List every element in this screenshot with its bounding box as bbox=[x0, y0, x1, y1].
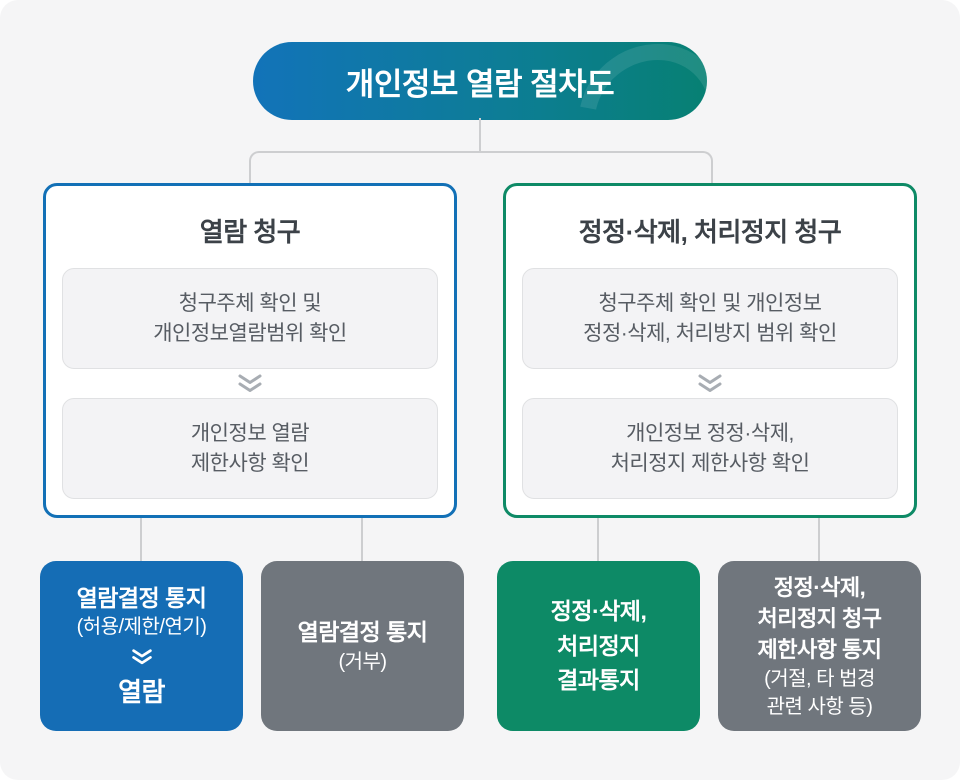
connector-drop-restriction bbox=[818, 518, 820, 562]
page-title: 개인정보 열람 절차도 bbox=[345, 66, 615, 102]
step-line: 개인정보열람범위 확인 bbox=[153, 321, 347, 345]
step-line: 청구주체 확인 및 개인정보 bbox=[598, 291, 822, 315]
outcome-line: 처리정지 bbox=[557, 632, 640, 659]
step-line: 청구주체 확인 및 bbox=[178, 291, 322, 315]
branch-correction-title: 정정·삭제, 처리정지 청구 bbox=[578, 217, 842, 247]
outcome-line: 정정·삭제, bbox=[550, 598, 647, 625]
double-chevron-down-icon bbox=[131, 649, 153, 665]
step-correction-restrictions: 개인정보 정정·삭제, 처리정지 제한사항 확인 bbox=[522, 398, 898, 499]
step-line: 정정·삭제, 처리방지 범위 확인 bbox=[583, 321, 837, 345]
outcome-subtitle-line: 관련 사항 등) bbox=[766, 695, 873, 718]
double-chevron-down-icon bbox=[46, 371, 454, 395]
connector-drop-allow bbox=[140, 518, 142, 562]
step-correction-verify: 청구주체 확인 및 개인정보 정정·삭제, 처리방지 범위 확인 bbox=[522, 268, 898, 369]
step-access-restrictions: 개인정보 열람 제한사항 확인 bbox=[62, 398, 438, 499]
branch-access-title: 열람 청구 bbox=[199, 217, 301, 247]
outcome-title-line: 정정·삭제, bbox=[773, 574, 866, 600]
outcome-correction-result-notice: 정정·삭제, 처리정지 결과통지 bbox=[497, 561, 700, 731]
step-line: 개인정보 정정·삭제, bbox=[626, 421, 794, 445]
connector-title-stem bbox=[479, 118, 481, 153]
step-access-verify: 청구주체 확인 및 개인정보열람범위 확인 bbox=[62, 268, 438, 369]
outcome-line: 결과통지 bbox=[557, 667, 640, 694]
outcome-access-decision-deny: 열람결정 통지 (거부) bbox=[261, 561, 464, 731]
branch-correction-request: 정정·삭제, 처리정지 청구 청구주체 확인 및 개인정보 정정·삭제, 처리방… bbox=[503, 183, 917, 518]
outcome-title: 열람결정 통지 bbox=[76, 584, 207, 611]
diagram-title-pill: 개인정보 열람 절차도 bbox=[253, 42, 707, 120]
outcome-correction-restriction-notice: 정정·삭제, 처리정지 청구 제한사항 통지 (거절, 타 법경 관련 사항 등… bbox=[718, 561, 921, 731]
outcome-access-decision-allow: 열람결정 통지 (허용/제한/연기) 열람 bbox=[40, 561, 243, 731]
branch-access-request: 열람 청구 청구주체 확인 및 개인정보열람범위 확인 개인정보 열람 제한사항… bbox=[43, 183, 457, 518]
connector-fork bbox=[249, 151, 713, 185]
outcome-result: 열람 bbox=[118, 677, 165, 708]
connector-drop-deny bbox=[361, 518, 363, 562]
step-line: 개인정보 열람 bbox=[190, 421, 310, 445]
outcome-subtitle: (허용/제한/연기) bbox=[76, 616, 207, 639]
outcome-title-line: 처리정지 청구 bbox=[757, 605, 882, 631]
outcome-subtitle: (거부) bbox=[338, 650, 387, 673]
outcome-title-line: 제한사항 통지 bbox=[757, 637, 882, 663]
step-line: 제한사항 확인 bbox=[190, 451, 310, 475]
outcome-title: 열람결정 통지 bbox=[297, 619, 428, 646]
outcome-subtitle-line: (거절, 타 법경 bbox=[764, 668, 875, 691]
step-line: 처리정지 제한사항 확인 bbox=[610, 451, 810, 475]
connector-drop-correction bbox=[597, 518, 599, 562]
double-chevron-down-icon bbox=[506, 371, 914, 395]
